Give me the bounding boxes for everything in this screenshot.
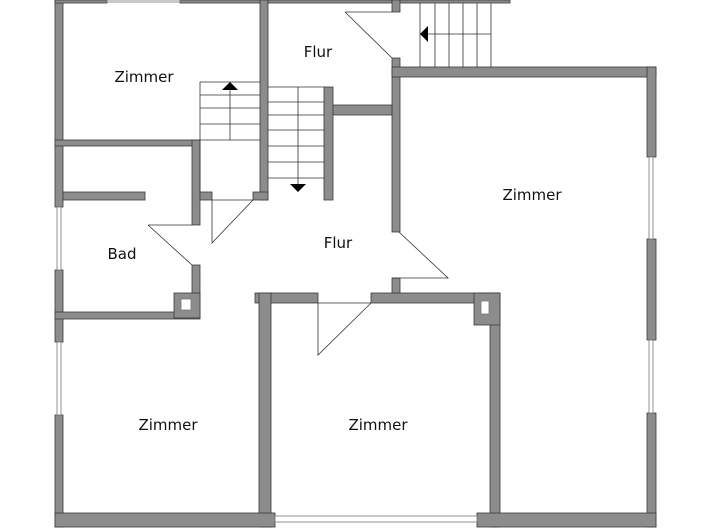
room-label-bad: Bad xyxy=(107,245,136,263)
walls xyxy=(54,0,657,528)
arrow-left-icon xyxy=(420,26,428,42)
room-label-zimmer-top-left: Zimmer xyxy=(114,68,174,86)
windows xyxy=(56,0,654,523)
arrow-down-icon xyxy=(290,184,306,192)
room-labels: Zimmer Flur Bad Flur Zimmer Zimmer Zimme… xyxy=(107,43,562,434)
stairs xyxy=(199,3,492,192)
room-label-zimmer-right: Zimmer xyxy=(502,186,562,204)
doors xyxy=(147,11,450,356)
room-label-flur-center: Flur xyxy=(324,234,353,252)
arrow-up-icon xyxy=(222,82,238,90)
room-label-flur-top: Flur xyxy=(304,43,333,61)
room-label-zimmer-bottom-center: Zimmer xyxy=(348,416,408,434)
room-label-zimmer-bottom-left: Zimmer xyxy=(138,416,198,434)
